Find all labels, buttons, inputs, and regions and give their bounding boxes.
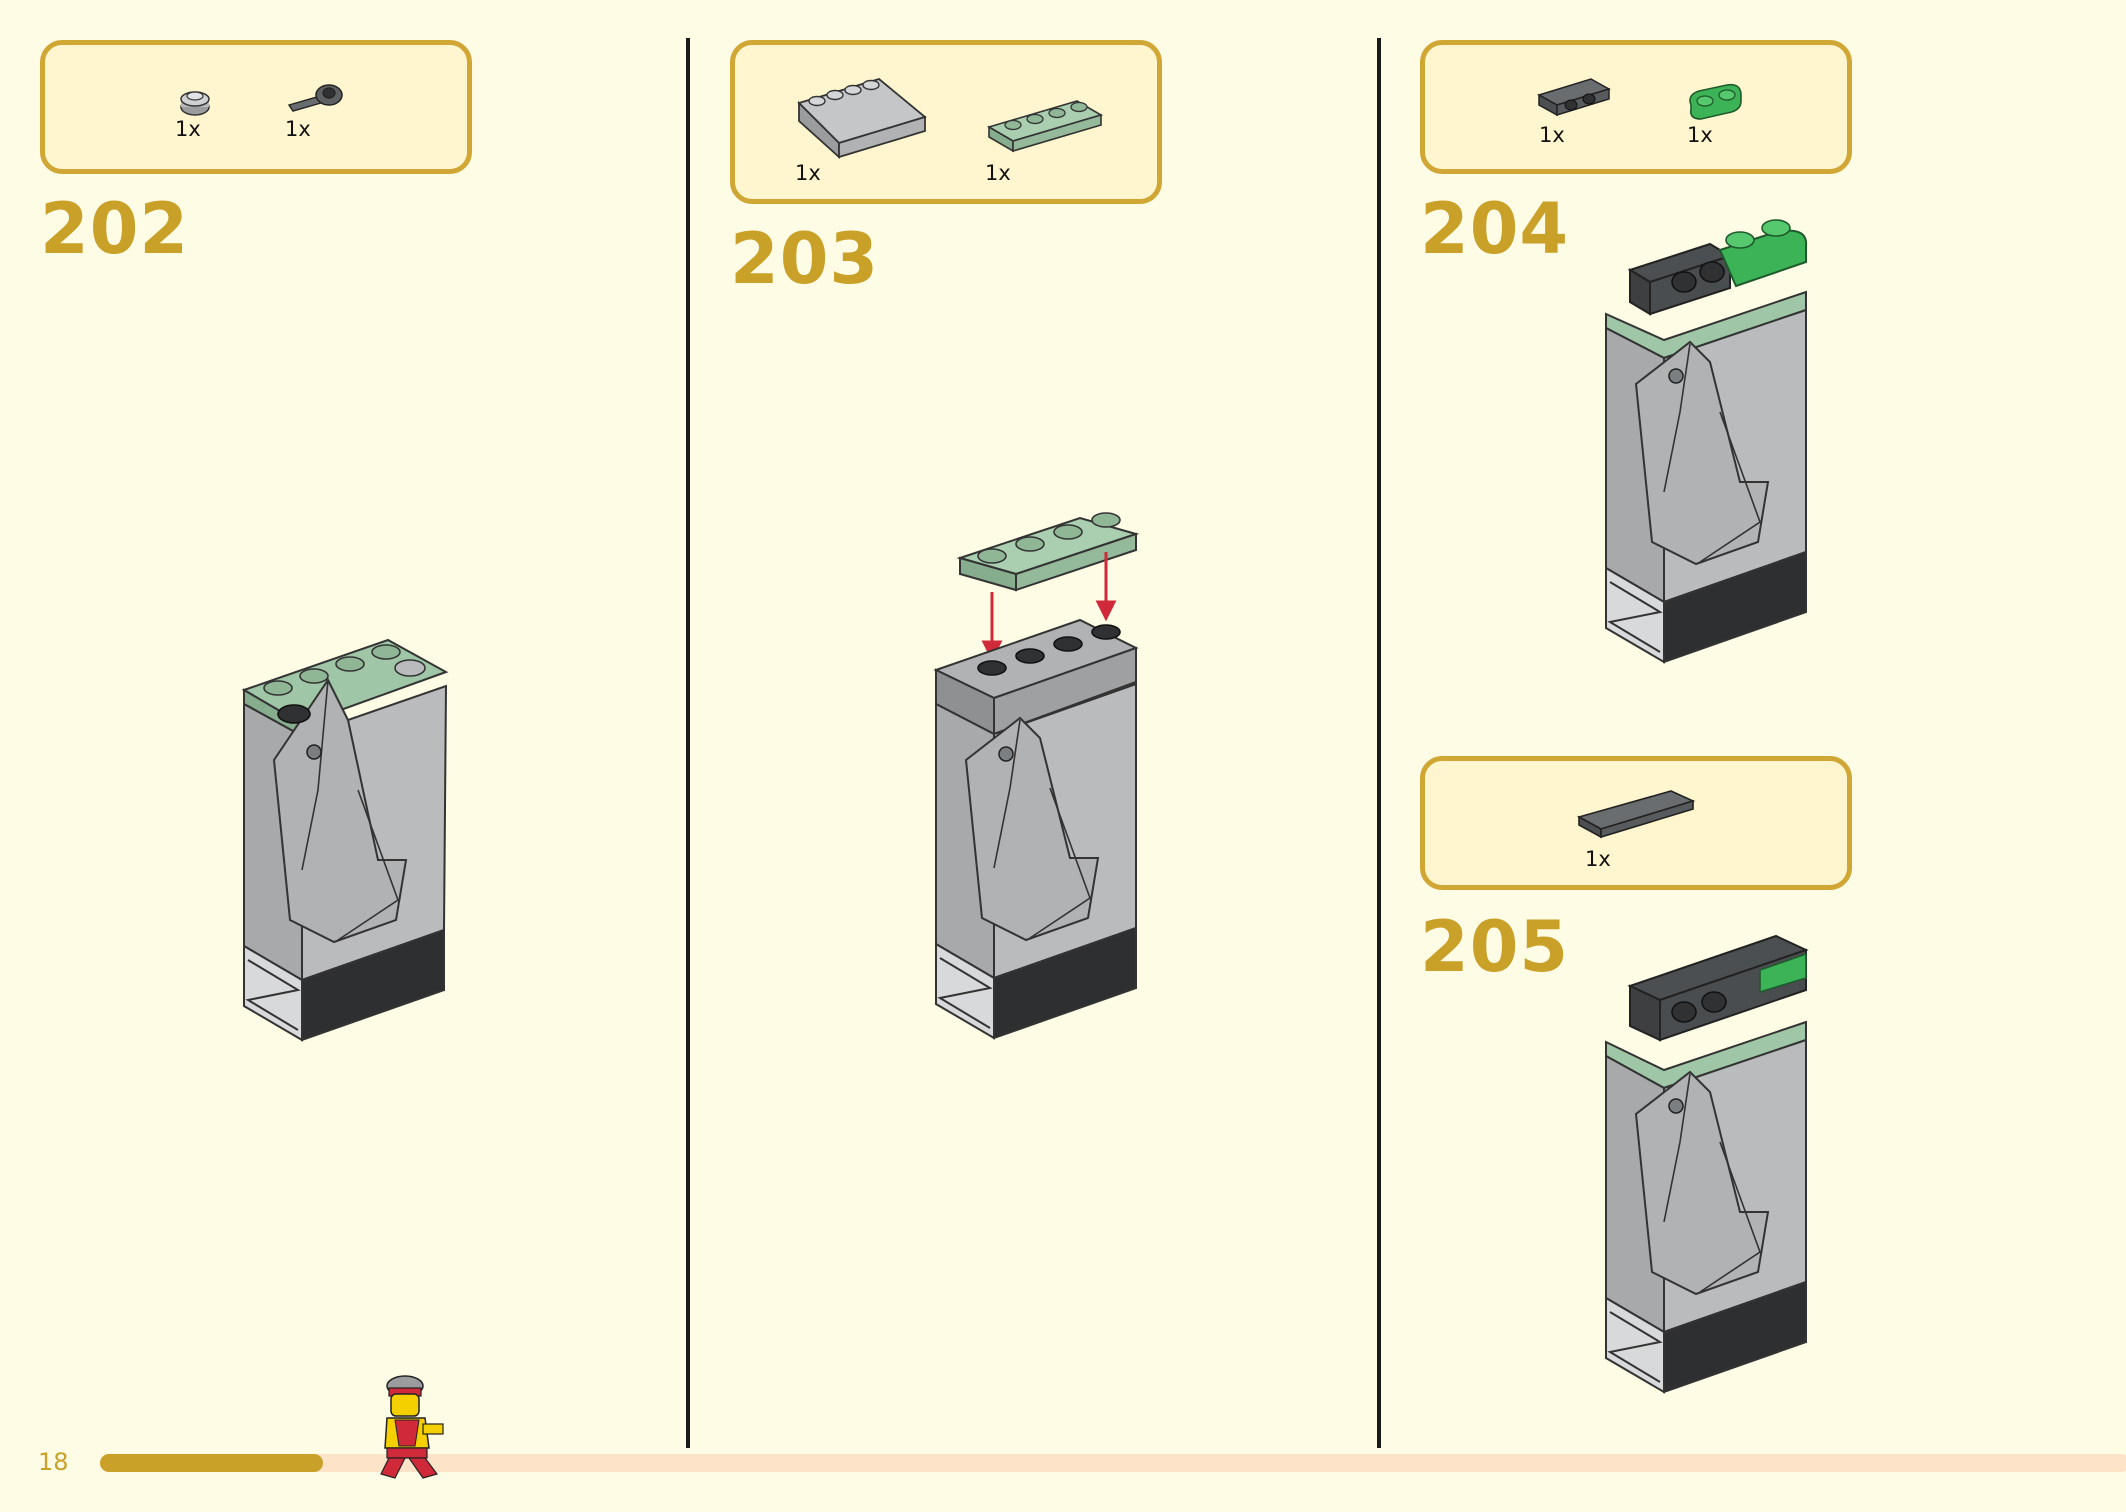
step-205-model-illustration bbox=[1605, 934, 1809, 1394]
plate-rounded-1x2-bright-green-icon bbox=[1689, 83, 1742, 120]
progress-track bbox=[100, 1454, 2126, 1472]
step-203-model-illustration bbox=[933, 512, 1140, 1040]
round-plate-1x1-light-grey-icon bbox=[180, 91, 210, 116]
step-number-203: 203 bbox=[730, 218, 880, 300]
column-divider-2 bbox=[1377, 38, 1381, 1448]
step-number-204: 204 bbox=[1420, 188, 1570, 270]
parts-box-step-203: 1x 1x bbox=[730, 40, 1162, 204]
parts-box-step-204: 1x 1x bbox=[1420, 40, 1852, 174]
parts-box-step-202: 1x 1x bbox=[40, 40, 472, 174]
step-202-model-illustration bbox=[241, 638, 449, 1042]
part-quantity: 1x bbox=[985, 161, 1011, 185]
tile-1x4-dark-grey-icon bbox=[1576, 790, 1696, 839]
part-quantity: 1x bbox=[795, 161, 821, 185]
step-204-model-illustration bbox=[1605, 219, 1808, 664]
part-quantity: 1x bbox=[175, 117, 201, 141]
plate-with-clip-dark-grey-icon bbox=[287, 84, 343, 112]
part-quantity: 1x bbox=[1539, 123, 1565, 147]
column-divider-1 bbox=[686, 38, 690, 1448]
page-number: 18 bbox=[38, 1448, 69, 1476]
part-quantity: 1x bbox=[1585, 847, 1611, 871]
step-number-202: 202 bbox=[40, 188, 190, 270]
bracket-plate-dark-grey-icon bbox=[1537, 78, 1611, 117]
minifigure-running-icon bbox=[380, 1375, 444, 1479]
plate-1x4-sand-green-icon bbox=[986, 100, 1104, 153]
step-number-205: 205 bbox=[1420, 906, 1570, 988]
slope-brick-2x4-light-grey-icon bbox=[797, 77, 927, 160]
part-quantity: 1x bbox=[1687, 123, 1713, 147]
parts-box-step-205: 1x bbox=[1420, 756, 1852, 890]
progress-fill bbox=[100, 1454, 323, 1472]
part-quantity: 1x bbox=[285, 117, 311, 141]
